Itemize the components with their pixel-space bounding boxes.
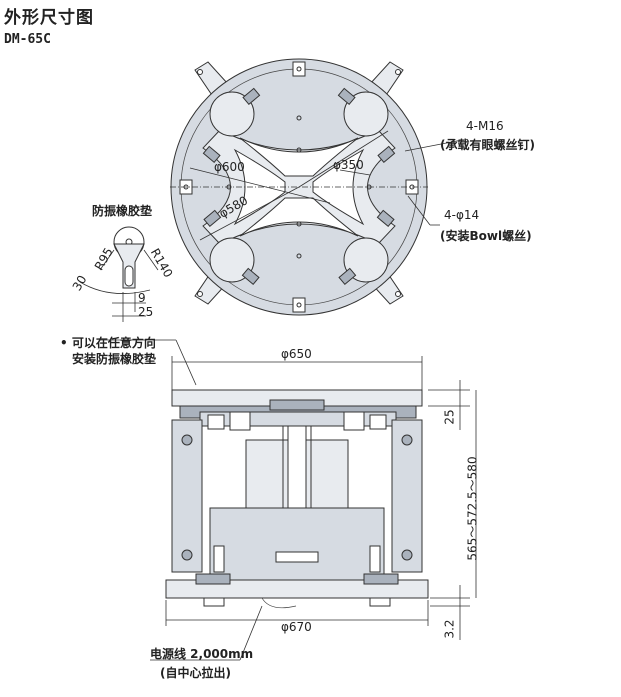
label-4-phi14: 4-φ14 bbox=[444, 208, 480, 222]
side-view bbox=[165, 389, 429, 609]
cable-line-2: (自中心拉出) bbox=[160, 666, 231, 680]
label-m16-note: (承载有眼螺丝钉) bbox=[440, 138, 535, 152]
model-label: DM-65C bbox=[4, 32, 51, 47]
dim-height-range: 565～572.5～580 bbox=[465, 456, 480, 561]
top-view bbox=[170, 58, 463, 316]
dim-phi350: φ350 bbox=[333, 158, 364, 172]
page-title: 外形尺寸图 bbox=[4, 8, 94, 28]
dim-25-top: 25 bbox=[442, 409, 457, 425]
rubber-pad-detail bbox=[79, 226, 159, 322]
note-line-1: • 可以在任意方向 bbox=[60, 336, 156, 350]
pad-title: 防振橡胶垫 bbox=[92, 204, 153, 218]
dim-9: 9 bbox=[138, 291, 146, 305]
label-phi14-note: (安装Bowl螺丝) bbox=[440, 229, 532, 243]
label-4-m16: 4-M16 bbox=[466, 119, 504, 133]
dim-phi650: φ650 bbox=[281, 347, 312, 361]
corner-pads bbox=[202, 87, 396, 286]
dim-phi670: φ670 bbox=[281, 620, 312, 634]
note-line-2: 安装防振橡胶垫 bbox=[72, 352, 157, 366]
dim-25-pad: 25 bbox=[138, 305, 154, 319]
cable-line-1: 电源线 2,000mm bbox=[150, 647, 254, 661]
dim-phi600: φ600 bbox=[214, 160, 245, 174]
side-dimensions bbox=[100, 339, 477, 661]
dim-3-2: 3.2 bbox=[442, 619, 457, 639]
